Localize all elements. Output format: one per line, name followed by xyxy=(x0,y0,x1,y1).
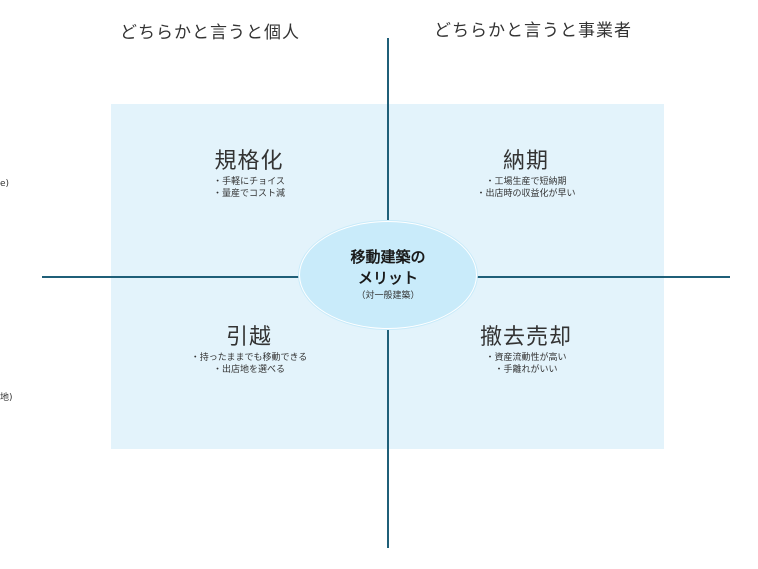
quadrant-bullet: ・持ったままでも移動できる xyxy=(190,353,308,363)
quadrant-title: 撤去売却 xyxy=(479,325,572,350)
quadrant-bullet: ・手離れがいい xyxy=(494,365,558,375)
header-right: どちらかと言うと事業者 xyxy=(434,21,632,41)
center-title-line2: メリット xyxy=(357,269,418,287)
quadrant-top-left: 規格化 ・手軽にチョイス ・量産でコスト減 xyxy=(149,148,349,200)
quadrant-top-right: 納期 ・工場生産で短納期 ・出店時の収益化が早い xyxy=(426,148,626,200)
quadrant-bottom-left: 引越 ・持ったままでも移動できる ・出店地を選べる xyxy=(149,324,349,376)
quadrant-bullet: ・量産でコスト減 xyxy=(212,189,285,199)
center-title-line1: 移動建築の xyxy=(350,248,426,266)
quadrant-bullet: ・出店地を選べる xyxy=(212,365,285,375)
quadrant-bullet: ・工場生産で短納期 xyxy=(485,177,567,187)
quadrant-bullet: ・出店時の収益化が早い xyxy=(476,189,576,199)
quadrant-bullet: ・資産流動性が高い xyxy=(485,353,567,363)
quadrant-bottom-right: 撤去売却 ・資産流動性が高い ・手離れがいい xyxy=(426,324,626,376)
center-ellipse: 移動建築の メリット （対一般建築） xyxy=(299,221,477,329)
quadrant-title: 規格化 xyxy=(214,149,284,174)
header-left: どちらかと言うと個人 xyxy=(120,23,300,43)
edge-fragment-bottom: 地) xyxy=(0,393,13,403)
quadrant-bullet: ・手軽にチョイス xyxy=(213,177,285,187)
quadrant-title: 納期 xyxy=(502,149,549,174)
edge-fragment-top: e) xyxy=(0,179,10,189)
center-subtitle: （対一般建築） xyxy=(356,291,420,301)
quadrant-title: 引越 xyxy=(225,325,272,350)
